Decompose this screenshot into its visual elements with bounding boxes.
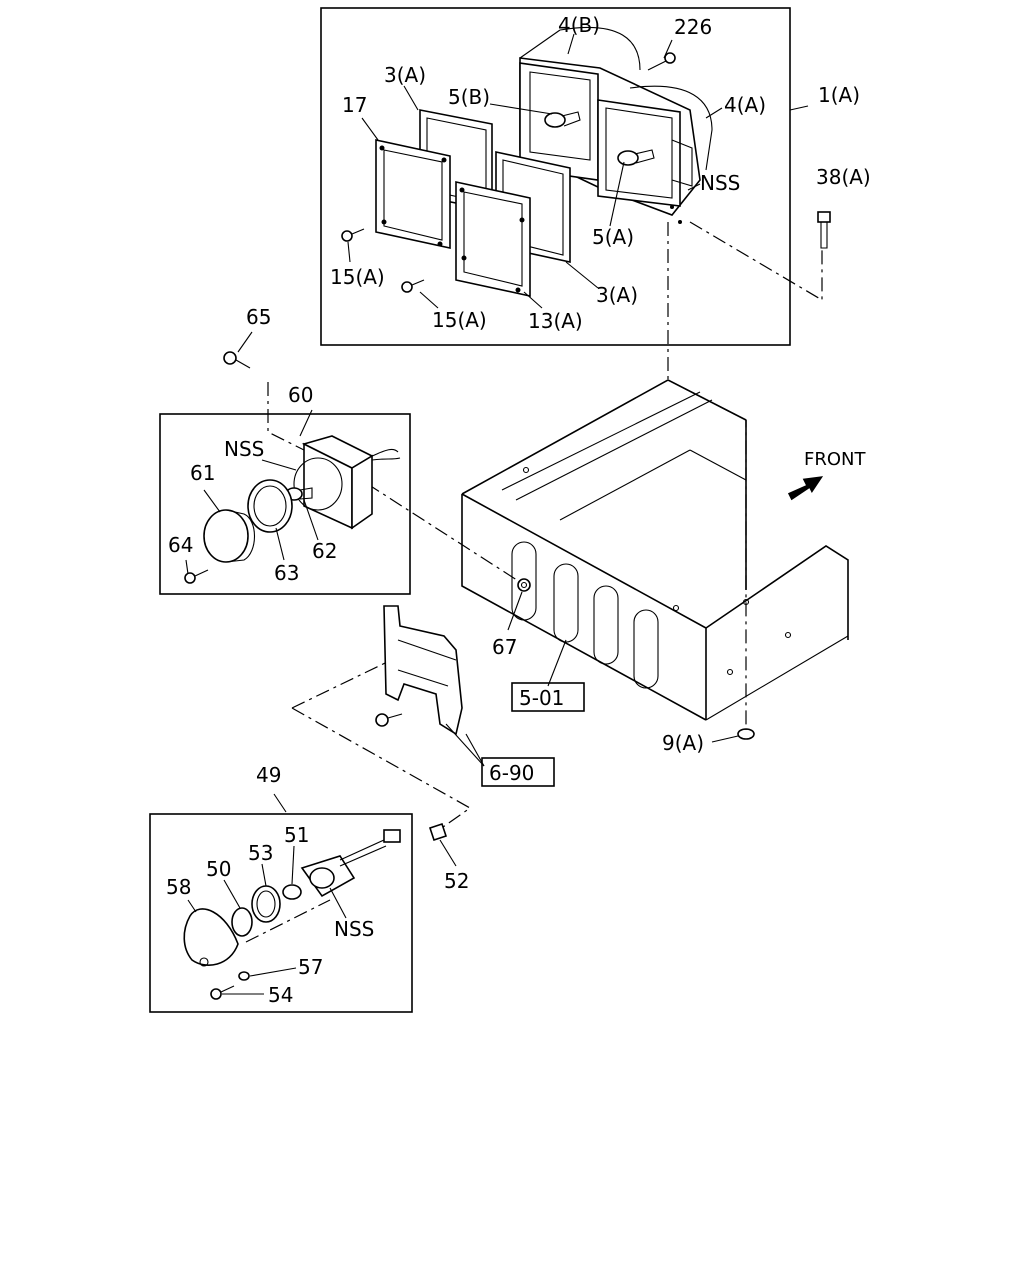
lamp-housing-58 xyxy=(183,908,239,967)
callout-58: 58 xyxy=(166,875,191,899)
callout-60: 60 xyxy=(288,383,313,407)
callout-61: 61 xyxy=(190,461,215,485)
screw-54 xyxy=(210,985,235,1000)
callout-49: 49 xyxy=(256,763,281,787)
front-arrow-icon xyxy=(787,476,824,501)
callout-50: 50 xyxy=(206,857,231,881)
nut-67 xyxy=(517,578,531,592)
bolt-38a xyxy=(817,211,831,249)
callout-3a-top: 3(A) xyxy=(384,63,426,87)
ref-box-5-01 xyxy=(511,682,585,712)
callout-15a-left: 15(A) xyxy=(330,265,385,289)
ref-box-6-90 xyxy=(481,757,555,787)
callout-226: 226 xyxy=(674,15,712,39)
lamp-body-60 xyxy=(293,435,401,530)
callout-13a: 13(A) xyxy=(528,309,583,333)
gasket-53 xyxy=(251,885,281,923)
screw-64 xyxy=(184,569,209,584)
screw-15a-left xyxy=(341,228,365,242)
bulb-5b xyxy=(544,111,581,128)
callout-4a: 4(A) xyxy=(724,93,766,117)
callout-65: 65 xyxy=(246,305,271,329)
callout-57: 57 xyxy=(298,955,323,979)
callout-4b: 4(B) xyxy=(558,13,600,37)
frame-cross-member xyxy=(461,379,849,721)
callout-67: 67 xyxy=(492,635,517,659)
bracket-6-90 xyxy=(375,605,463,736)
callout-5-01: 5-01 xyxy=(519,686,564,710)
nut-9a xyxy=(737,728,755,740)
lamp-housing-4b xyxy=(519,26,713,224)
callout-15a-bottom: 15(A) xyxy=(432,308,487,332)
callout-nss-top: NSS xyxy=(700,171,740,195)
callout-nss-bottom: NSS xyxy=(334,917,374,941)
callout-17: 17 xyxy=(342,93,367,117)
bulb-5a xyxy=(617,149,655,166)
lamp-base-nss xyxy=(300,829,401,898)
callout-53: 53 xyxy=(248,841,273,865)
callout-6-90: 6-90 xyxy=(489,761,534,785)
bezel-17 xyxy=(375,139,451,249)
screw-15a-bottom xyxy=(401,279,425,293)
lamp-assembly-box xyxy=(149,813,413,1013)
washer-57 xyxy=(238,971,250,981)
headlamp-assembly-box xyxy=(320,7,791,346)
lens-61 xyxy=(203,509,256,563)
screw-65 xyxy=(223,351,251,369)
connector-52 xyxy=(428,822,448,842)
callout-3a-bottom: 3(A) xyxy=(596,283,638,307)
callout-front: FRONT xyxy=(804,449,866,470)
callout-54: 54 xyxy=(268,983,293,1007)
callout-5b: 5(B) xyxy=(448,85,490,109)
callout-64: 64 xyxy=(168,533,193,557)
callout-1a: 1(A) xyxy=(818,83,860,107)
callout-63: 63 xyxy=(274,561,299,585)
bezel-13a xyxy=(455,181,531,297)
screw-226 xyxy=(647,52,676,71)
callout-38a: 38(A) xyxy=(816,165,871,189)
callout-51: 51 xyxy=(284,823,309,847)
bulb-51 xyxy=(282,884,302,900)
callout-5a: 5(A) xyxy=(592,225,634,249)
lens-50 xyxy=(231,907,253,937)
gasket-63 xyxy=(247,479,293,533)
callout-nss-mid: NSS xyxy=(224,437,264,461)
callout-9a: 9(A) xyxy=(662,731,704,755)
callout-62: 62 xyxy=(312,539,337,563)
marker-lamp-box xyxy=(159,413,411,595)
callout-52: 52 xyxy=(444,869,469,893)
